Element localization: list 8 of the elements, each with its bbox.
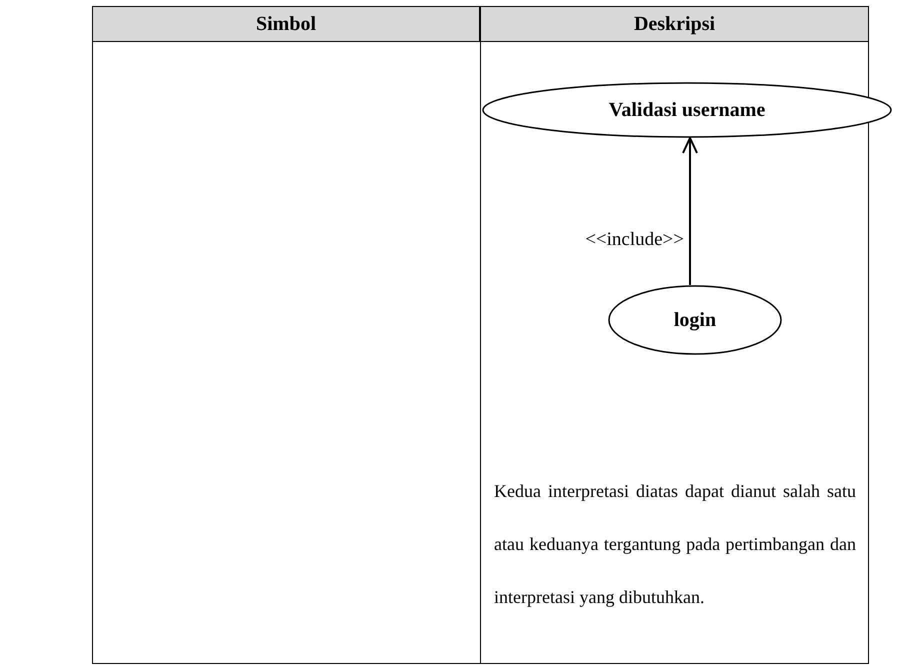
use-case-ellipse	[608, 285, 782, 355]
description-paragraph: Kedua interpretasi diatas dapat dianut salah satu atau keduanya tergantung pada pertimbangan dan interpretasi yang dibutuhkan.	[494, 480, 856, 609]
include-arrow	[682, 137, 698, 285]
use-case-name: Validasi username	[608, 98, 766, 122]
column-header: Simbol	[93, 7, 480, 41]
use-case-ellipse	[482, 82, 892, 138]
column-header: Deskripsi	[481, 7, 868, 41]
use-case-name: login	[674, 308, 716, 332]
